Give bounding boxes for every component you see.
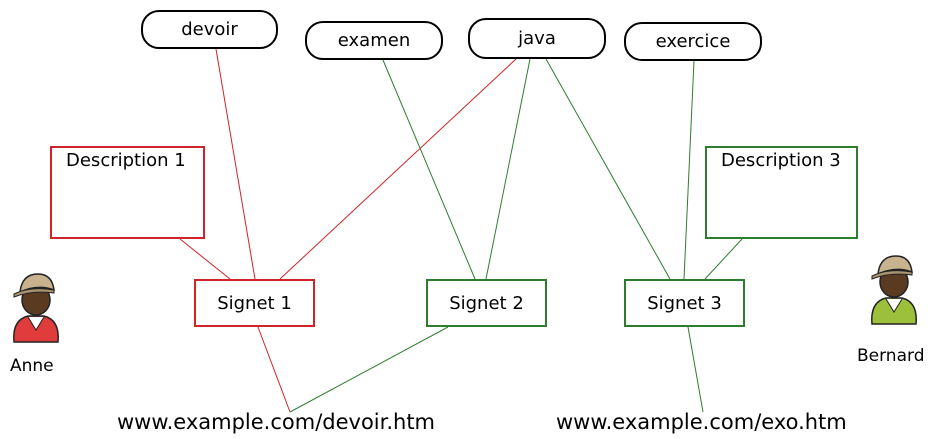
url-devoir[interactable]: www.example.com/devoir.htm <box>117 410 436 434</box>
link-signet3-url2 <box>687 326 704 413</box>
tag-java[interactable]: java <box>468 18 606 59</box>
user-name-anne: Anne <box>10 356 54 376</box>
description-3-box[interactable]: Description 3 <box>705 146 858 239</box>
description-1-label: Description 1 <box>66 150 186 171</box>
link-desc1-signet1 <box>179 238 231 280</box>
link-java-signet1 <box>279 58 517 280</box>
bookmark-signet-1[interactable]: Signet 1 <box>194 279 315 327</box>
url-exo[interactable]: www.example.com/exo.htm <box>556 410 847 434</box>
link-desc3-signet3 <box>704 238 743 280</box>
user-green-icon <box>871 255 917 325</box>
description-1-box[interactable]: Description 1 <box>50 146 205 239</box>
tag-exercice[interactable]: exercice <box>624 22 762 61</box>
description-3-label: Description 3 <box>721 150 841 171</box>
tag-devoir[interactable]: devoir <box>141 10 278 49</box>
link-java-signet3 <box>545 58 671 280</box>
tag-examen[interactable]: examen <box>305 21 443 60</box>
user-bernard: Bernard <box>855 244 934 369</box>
user-red-icon <box>13 273 59 343</box>
bookmark-signet-2[interactable]: Signet 2 <box>426 279 547 327</box>
link-java-signet2 <box>485 58 531 280</box>
link-exercice-signet3 <box>683 60 695 280</box>
link-signet1-url1 <box>257 326 291 413</box>
bookmark-signet-3[interactable]: Signet 3 <box>624 279 745 327</box>
link-examen-signet2 <box>382 59 476 280</box>
user-anne: Anne <box>0 262 72 382</box>
user-name-bernard: Bernard <box>857 346 925 366</box>
link-devoir-signet1 <box>215 48 256 280</box>
link-signet2-url1 <box>289 326 449 413</box>
